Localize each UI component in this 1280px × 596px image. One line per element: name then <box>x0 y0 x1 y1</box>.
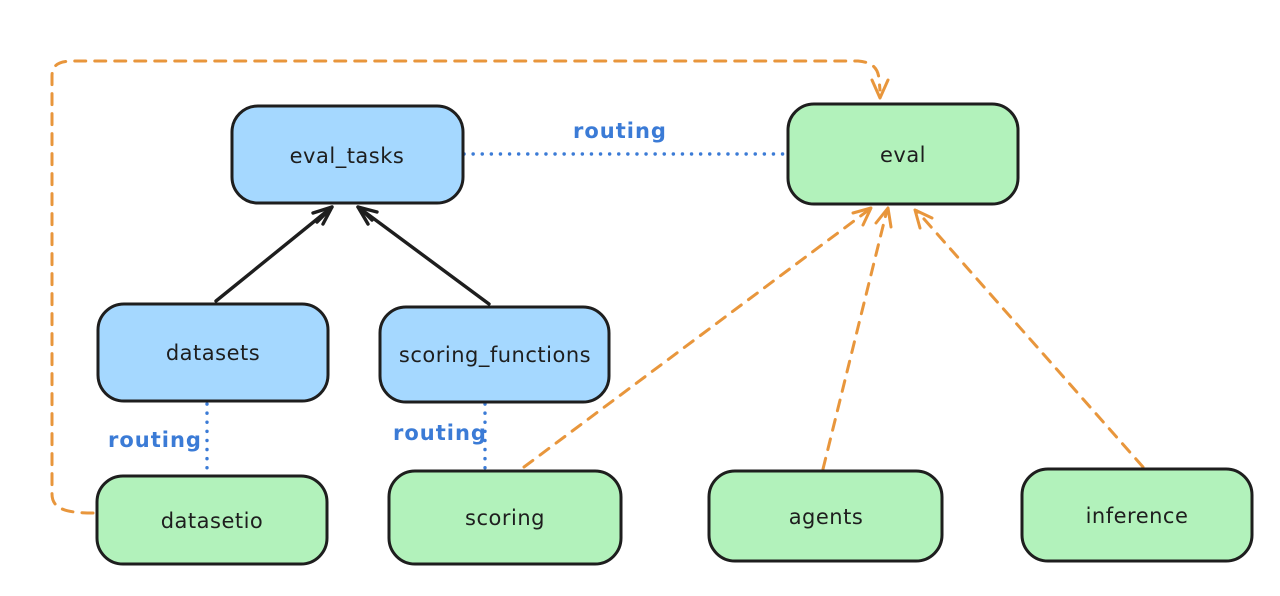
edge-agents-to-eval <box>821 206 893 471</box>
arrowhead-icon <box>851 206 873 227</box>
node-box <box>96 302 330 403</box>
edge-scoring_functions-to-scoring: routing <box>393 402 487 470</box>
arrowhead-icon <box>356 205 379 226</box>
edge-datasets-to-datasetio: routing <box>108 402 209 475</box>
node-box <box>387 469 623 566</box>
edge-datasetio-to-eval <box>50 59 890 515</box>
arrowhead-icon <box>913 208 934 230</box>
node-agents: agents <box>707 469 944 563</box>
arrowhead-icon <box>874 206 893 229</box>
node-datasetio: datasetio <box>95 474 329 566</box>
node-box <box>1020 467 1254 563</box>
arrowhead-inner-icon <box>315 207 332 224</box>
dashed-orange-line <box>522 207 872 469</box>
edge-inference-to-eval <box>913 208 1145 469</box>
edge-scoring_functions-to-eval_tasks <box>356 205 491 306</box>
dashed-orange-line <box>915 209 1145 469</box>
routing-label: routing <box>393 421 487 445</box>
arrowhead-inner-icon <box>359 207 374 222</box>
node-inference: inference <box>1020 467 1254 563</box>
node-label: datasets <box>166 341 260 365</box>
node-label: scoring <box>465 506 545 530</box>
routing-label: routing <box>573 119 667 143</box>
routing-label: routing <box>108 428 202 452</box>
edge-datasets-to-eval_tasks <box>214 205 334 303</box>
edge-scoring-to-eval <box>522 206 873 469</box>
node-label: inference <box>1086 504 1189 528</box>
node-label: agents <box>789 505 864 529</box>
dashed-orange-loop-line <box>50 59 882 515</box>
arrowhead-down-icon <box>870 78 890 100</box>
node-box <box>378 305 611 404</box>
node-box <box>95 474 329 566</box>
node-label: eval <box>880 143 926 167</box>
node-label: scoring_functions <box>399 343 591 368</box>
node-box <box>786 102 1020 206</box>
node-scoring_functions: scoring_functions <box>378 305 611 404</box>
solid-black-line <box>214 205 334 303</box>
node-scoring: scoring <box>387 469 623 566</box>
solid-black-line <box>356 205 491 306</box>
arrowhead-icon <box>311 205 334 226</box>
edge-eval_tasks-to-eval: routing <box>462 119 789 156</box>
node-box <box>230 104 465 205</box>
node-datasets: datasets <box>96 302 330 403</box>
node-label: eval_tasks <box>290 144 405 169</box>
node-box <box>707 469 944 563</box>
node-eval_tasks: eval_tasks <box>230 104 465 205</box>
node-label: datasetio <box>161 509 264 533</box>
node-eval: eval <box>786 102 1020 206</box>
dashed-orange-line <box>821 208 889 471</box>
